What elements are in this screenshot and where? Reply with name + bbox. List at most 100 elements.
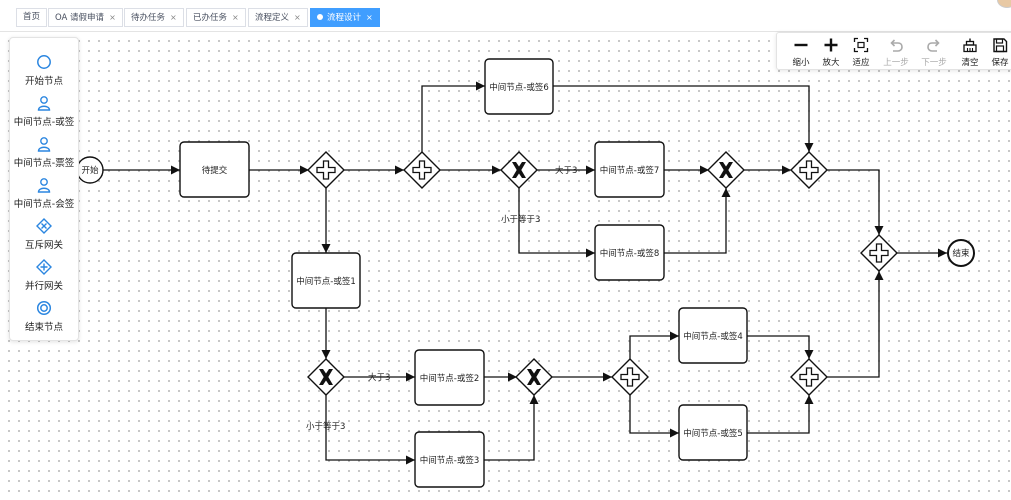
- palette-item-label: 并行网关: [24, 281, 63, 292]
- close-icon[interactable]: ×: [366, 13, 373, 22]
- parallel-gateway[interactable]: [860, 234, 898, 272]
- flow-pgw4-t5[interactable]: [629, 395, 679, 438]
- start-event-icon: [37, 55, 51, 69]
- undo-icon: [890, 39, 903, 52]
- connections: [103, 81, 947, 465]
- exclusive-gateway[interactable]: [307, 358, 345, 396]
- start-event-label: 开始: [81, 165, 99, 176]
- flow-pgw3-pgw6[interactable]: [827, 169, 884, 235]
- tab-home[interactable]: 首页: [16, 8, 48, 27]
- zoom-in-label: 放大: [822, 58, 840, 68]
- tab-process-definition[interactable]: 流程定义×: [248, 8, 308, 27]
- x-icon: [319, 369, 333, 385]
- tab-done[interactable]: 已办任务 ×: [186, 8, 246, 27]
- design-canvas[interactable]: 大于3 小于等于3 大于3 小于等于3 开始 结束 待提交 中间节点-或签1 中…: [0, 32, 1011, 500]
- task-t4[interactable]: 中间节点-或签4: [678, 307, 748, 364]
- minus-icon: [794, 43, 808, 47]
- close-icon[interactable]: ×: [294, 13, 301, 22]
- fit-label: 适应: [852, 58, 870, 68]
- parallel-gateway[interactable]: [790, 151, 828, 189]
- task-t6[interactable]: 中间节点-或签6: [484, 58, 554, 115]
- close-icon[interactable]: ×: [109, 13, 116, 22]
- clear-button[interactable]: 清空: [953, 33, 987, 69]
- parallel-gateway[interactable]: [307, 151, 345, 189]
- task-t3[interactable]: 中间节点-或签3: [414, 431, 485, 488]
- clear-label: 清空: [961, 58, 979, 68]
- close-icon[interactable]: ×: [170, 13, 177, 22]
- exclusive-gateway[interactable]: [500, 151, 538, 189]
- palette-item-joint-sign[interactable]: 中间节点-会签: [10, 177, 78, 215]
- user-task-icon: [37, 137, 51, 152]
- palette-item-end-node[interactable]: 结束节点: [10, 300, 78, 338]
- tab-label: 首页: [23, 12, 41, 22]
- zoom-out-label: 缩小: [792, 58, 810, 68]
- undo-button[interactable]: 上一步: [879, 33, 913, 69]
- flow-t8-xgw2[interactable]: [664, 188, 731, 254]
- palette-item-or-sign[interactable]: 中间节点-或签: [10, 95, 78, 133]
- task-t1[interactable]: 中间节点-或签1: [291, 252, 361, 309]
- tab-process-design[interactable]: 流程设计 ×: [310, 8, 380, 27]
- x-icon: [512, 162, 526, 178]
- task-label: 中间节点-或签7: [600, 165, 659, 176]
- editor-toolbar: 缩小 放大 适应 上一步 下一步 清空: [776, 32, 1011, 70]
- user-task-icon: [37, 96, 51, 111]
- zoom-in-button[interactable]: 放大: [814, 33, 848, 69]
- palette-item-exclusive-gateway[interactable]: 互斥网关: [10, 218, 78, 256]
- palette-item-label: 中间节点-或签: [13, 117, 75, 128]
- flow-gw2-t6[interactable]: [421, 81, 485, 152]
- redo-icon: [927, 39, 940, 52]
- end-event[interactable]: 结束: [947, 239, 975, 267]
- zoom-out-button[interactable]: 缩小: [784, 33, 818, 69]
- flow-xgw3-t3[interactable]: [325, 395, 415, 465]
- flow-pgw4-t4[interactable]: [629, 331, 679, 359]
- flow-t5-pgw5[interactable]: [747, 395, 814, 434]
- save-icon: [993, 38, 1008, 53]
- tab-label: 已办任务: [193, 13, 228, 23]
- parallel-gateway[interactable]: [611, 358, 649, 396]
- flow-t4-pgw5[interactable]: [747, 335, 814, 359]
- start-event[interactable]: 开始: [76, 156, 104, 184]
- task-submit[interactable]: 待提交: [179, 141, 250, 198]
- task-t7[interactable]: 中间节点-或签7: [594, 141, 665, 198]
- palette-item-vote-sign[interactable]: 中间节点-票签: [10, 136, 78, 174]
- flow-t3-xgw4[interactable]: [484, 395, 539, 461]
- palette-item-start-node[interactable]: 开始节点: [10, 54, 78, 92]
- exclusive-gateway[interactable]: [515, 358, 553, 396]
- tab-bar: 首页 OA 请假申请 × 待办任务× 已办任务 × 流程定义× 流程设计 ×: [0, 0, 1011, 32]
- flow-xgw1-t8[interactable]: [518, 188, 595, 258]
- redo-button[interactable]: 下一步: [917, 33, 951, 69]
- close-icon[interactable]: ×: [232, 13, 239, 22]
- task-t8[interactable]: 中间节点-或签8: [594, 224, 665, 281]
- flow-pgw5-pgw6[interactable]: [827, 271, 884, 378]
- plus-icon: [316, 160, 336, 180]
- parallel-gateway[interactable]: [403, 151, 441, 189]
- save-button[interactable]: 保存: [983, 33, 1011, 69]
- plus-icon: [869, 243, 889, 263]
- process-diagram[interactable]: 大于3 小于等于3 大于3 小于等于3 开始 结束 待提交 中间节点-或签1 中…: [0, 32, 1011, 500]
- task-label: 中间节点-或签6: [489, 82, 548, 93]
- palette-item-label: 中间节点-票签: [13, 158, 75, 169]
- plus-icon: [799, 160, 819, 180]
- fit-button[interactable]: 适应: [844, 33, 878, 69]
- palette-item-parallel-gateway[interactable]: 并行网关: [10, 259, 78, 297]
- condition-label: 小于等于3: [306, 421, 345, 432]
- parallel-gateway[interactable]: [790, 358, 828, 396]
- task-label: 待提交: [202, 165, 228, 176]
- plus-icon: [799, 367, 819, 387]
- fit-screen-icon: [853, 37, 869, 53]
- plus-icon: [620, 367, 640, 387]
- flow-t6-pgw3[interactable]: [553, 85, 814, 152]
- avatar[interactable]: [997, 0, 1011, 8]
- task-t2[interactable]: 中间节点-或签2: [414, 349, 485, 406]
- active-dot-icon: [317, 13, 323, 20]
- x-icon: [719, 162, 733, 178]
- plus-icon: [824, 38, 838, 52]
- tab-oa-leave[interactable]: OA 请假申请 ×: [48, 8, 123, 27]
- tab-label: 流程设计: [327, 13, 362, 23]
- tab-label: OA 请假申请: [55, 13, 105, 23]
- exclusive-gateway[interactable]: [707, 151, 745, 189]
- task-t5[interactable]: 中间节点-或签5: [678, 404, 748, 461]
- tab-todo[interactable]: 待办任务×: [124, 8, 184, 27]
- x-icon: [527, 369, 541, 385]
- plus-icon: [412, 160, 432, 180]
